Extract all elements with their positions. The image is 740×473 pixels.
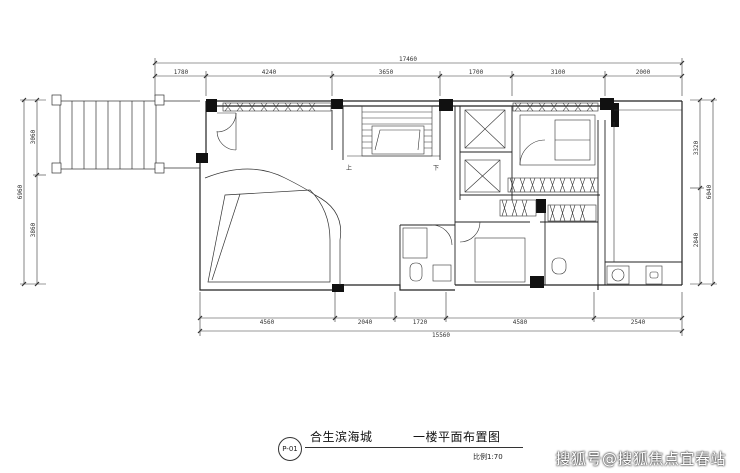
structural-columns (196, 98, 619, 292)
dim-bottom-2: 2040 (358, 319, 373, 326)
dim-bottom-5: 2540 (631, 319, 646, 326)
dim-bottom-3: 1720 (413, 319, 428, 326)
dim-total-left: 6960 (17, 184, 24, 199)
living-room-outline (204, 168, 342, 285)
dim-bottom-4: 4580 (513, 319, 528, 326)
scale-label: 比例1:70 (473, 453, 503, 461)
dim-left-1: 3060 (30, 129, 37, 144)
top-dimension-chain (152, 58, 685, 96)
dim-top-3: 3650 (379, 69, 394, 76)
project-name: 合生滨海城 (310, 430, 373, 444)
dim-top-4: 1700 (469, 69, 484, 76)
sheet-number-badge: P-01 (278, 437, 302, 461)
interior-walls (331, 106, 682, 285)
staircase (347, 105, 440, 157)
drawing-title: 一楼平面布置图 (413, 430, 501, 444)
bedroom-furniture (519, 114, 596, 166)
entry-door (216, 112, 237, 151)
right-dimension-chain (690, 97, 717, 287)
stair-up-label: 上 (346, 164, 352, 172)
dim-top-5: 3100 (551, 69, 566, 76)
dim-left-2: 3860 (30, 222, 37, 237)
dim-top-1: 1780 (174, 69, 189, 76)
dim-bottom-1: 4560 (260, 319, 275, 326)
bottom-dimension-chain (197, 292, 685, 336)
dim-right-1: 3320 (693, 140, 700, 155)
wardrobe (499, 177, 599, 222)
dim-right-2: 2840 (693, 232, 700, 247)
dim-total-top: 17460 (399, 56, 417, 63)
dim-top-2: 4240 (262, 69, 277, 76)
title-underline (305, 447, 523, 448)
entrance-steps (51, 94, 200, 174)
watermark: 搜狐号@搜狐焦点宜春站 (555, 450, 726, 468)
elevator-shaft (464, 109, 506, 193)
dim-top-6: 2000 (636, 69, 651, 76)
right-room (613, 109, 682, 262)
dim-total-right: 6040 (706, 184, 713, 199)
left-dimension-chain (20, 97, 46, 287)
top-windows (222, 102, 599, 112)
dim-total-bottom: 15560 (432, 332, 450, 339)
bathroom-fixtures (402, 221, 663, 285)
stair-down-label: 下 (433, 165, 439, 172)
